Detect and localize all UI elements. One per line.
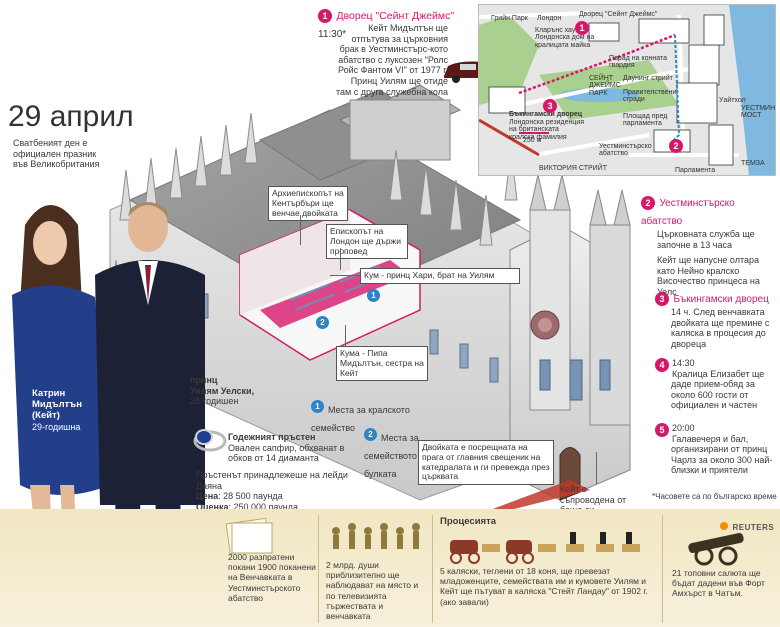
buckingham-title: Бъкингамски дворец (673, 294, 769, 305)
bride-family-marker: 2 (316, 316, 329, 329)
date-subtitle: Сватбеният ден е официален празник във В… (13, 138, 100, 170)
map-st-james-park: СЕЙНТ ДЖЕЙМС ПАРК (589, 75, 621, 97)
royal-family-num: 1 (311, 400, 324, 413)
buckingham-section: 3 Бъкингамски дворец 14 ч. След венчавка… (655, 289, 777, 349)
kate-label: Катрин Мидълтън (Кейт) 29-годишна (32, 388, 112, 432)
event5-time: 20:00 (672, 423, 695, 433)
event-4: 4 14:30 Кралица Елизабет ще даде прием-о… (655, 358, 777, 411)
abbey-section: 2 Уестминстърско абатство Църковната слу… (641, 193, 776, 250)
reuters-text: REUTERS (732, 523, 775, 532)
invitation-icon (225, 517, 273, 555)
map-clarence-house: Кларънс хаус Лондонска дом на кралицата … (535, 27, 595, 49)
date-title: 29 април (8, 100, 134, 133)
reuters-logo: REUTERS (720, 517, 774, 535)
ring-estimate: : 250 000 паунда (228, 501, 299, 512)
salute-text: 21 топовни салюта ще бъдат дадени във Фо… (672, 568, 765, 599)
bridesmaid-label: Кума - Пипа Мидълтън, сестра на Кейт (336, 346, 428, 382)
abbey-text1: Църковната служба ще започне в 13 часа (657, 229, 755, 250)
st-james-text: Кейт Мидълтън ще отпътува за църковния б… (336, 23, 448, 97)
event4-num: 4 (655, 358, 669, 372)
abbey-text2: Кейт ще напусне олтара като Нейно кралск… (657, 255, 760, 297)
event-5: 5 20:00 Галавечеря и бал, организирани о… (655, 423, 777, 476)
footnote: *Часовете са по българско време (652, 492, 777, 501)
william-label: принц Уилям Уелски, 28-годишен (190, 375, 280, 407)
map-downing-street: Даунинг стрийт (623, 75, 673, 82)
ring-owner: Пръстенът принадлежеше на лейди Даяна (196, 470, 348, 491)
map-whitehall: Уайтхол (719, 97, 746, 104)
ring-price: : 28 500 паунда (218, 491, 283, 502)
bridesmaid-leader (345, 325, 346, 347)
cannon-icon (688, 533, 744, 566)
kate-age: 29-годишна (32, 421, 81, 432)
ring-desc: Овален сапфир, обхванат в обков от 14 ди… (228, 442, 345, 464)
bishop-label: Епископът на Лондон ще държи проповед (326, 224, 408, 260)
map-victoria-street: ВИКТОРИЯ СТРИЙТ (539, 165, 607, 172)
ring-price-label: Цена (196, 491, 219, 502)
bride-family-legend: 2 Места за семейството на булката (364, 428, 444, 482)
william-title: принц (190, 375, 218, 385)
map-parliament-square: Площад пред парламента (623, 113, 668, 128)
map-marker-3: 3 (543, 99, 557, 113)
map-london: Лондон (537, 15, 562, 22)
ring-details: Пръстенът принадлежеше на лейди Даяна Це… (196, 470, 366, 512)
royal-family-marker: 1 (367, 289, 380, 302)
map-horse-guards: Парад на конната гвардия (609, 55, 667, 70)
best-man-label: Кум - принц Хари, брат на Уилям (360, 268, 520, 284)
viewers-text: 2 млрд. души приблизително ще наблюдават… (326, 560, 419, 621)
william-name: Уилям Уелски, (190, 385, 255, 396)
abbey-num: 2 (641, 196, 655, 210)
procession-text: 5 каляски, теглени от 18 коня, ще превез… (440, 566, 648, 607)
map-buckingham: Бъкингамски дворец (509, 111, 583, 118)
st-james-title: Дворец "Сейнт Джеймс" (336, 10, 455, 22)
map-st-james-palace: Дворец "Сейнт Джеймс" (579, 11, 658, 18)
reuters-dot-icon (720, 521, 728, 530)
archbishop-label: Архиепископът на Кентърбъри ще венчае дв… (268, 186, 348, 222)
strip-divider-2 (432, 515, 433, 623)
ring-title: Годежният пръстен (228, 432, 316, 442)
invites-text: 2000 разпратени покани 1900 поканени на … (228, 552, 316, 603)
map-government-buildings: Правителствени сгради (623, 89, 677, 104)
royal-family-text: Места за кралското семейство (311, 405, 410, 433)
st-james-num: 1 (318, 9, 332, 23)
map-marker-2: 2 (669, 139, 683, 153)
event4-text: Кралица Елизабет ще даде прием-обяд за о… (671, 368, 765, 411)
facts-strip (0, 509, 780, 627)
kate-arrival-leader (596, 452, 597, 484)
ring-info: Годежният пръстен Овален сапфир, обхвана… (228, 432, 368, 464)
ring-estimate-label: Оценка (196, 501, 229, 512)
map-westminster-bridge: УЕСТМИНСТЪРСКИ МОСТ (741, 105, 776, 120)
couple-greeting-label: Двойката е посрещната на прага от главни… (418, 440, 554, 486)
abbey-title: Уестминстърско абатство (641, 198, 735, 227)
archbishop-leader (300, 215, 301, 245)
bride-family-text: Места за семейството на булката (364, 433, 430, 479)
william-age: 28-годишен (190, 396, 239, 407)
best-man-leader (330, 275, 360, 276)
strip-divider-1 (318, 515, 319, 623)
map-scale: 250 м (523, 137, 542, 144)
map-thames: ТЕМЗА (741, 160, 765, 167)
strip-divider-3 (662, 515, 663, 623)
map-parliament: Парламента (675, 167, 716, 174)
ring-icon (193, 429, 227, 452)
route-map: Грийн Парк Лондон Кларънс хаус Лондонска… (478, 4, 776, 176)
map-westminster-abbey: Уестминстърско абатство (599, 143, 652, 158)
crowd-icon (332, 523, 420, 549)
bride-family-num: 2 (364, 428, 377, 441)
event5-text: Галавечеря и бал, организирани от принц … (671, 433, 773, 476)
map-marker-1: 1 (575, 21, 589, 35)
procession-title: Процесията (440, 516, 497, 527)
carriage-procession-icon (450, 532, 640, 564)
map-buckingham-desc: Лондонска резиденция на британската крал… (509, 119, 585, 141)
bishop-leader (340, 248, 341, 270)
st-james-section: 1 Дворец "Сейнт Джеймс" 11:30* (318, 6, 486, 42)
map-green-park: Грийн Парк (491, 15, 528, 22)
st-james-time: 11:30* (318, 29, 347, 40)
kate-name: Катрин Мидълтън (Кейт) (32, 388, 82, 422)
royal-family-legend: 1 Места за кралското семейство (311, 400, 411, 436)
buckingham-num: 3 (655, 292, 669, 306)
buckingham-text: 14 ч. След венчавката двойката ще премин… (671, 307, 770, 349)
event4-time: 14:30 (672, 358, 695, 368)
event5-num: 5 (655, 423, 669, 437)
